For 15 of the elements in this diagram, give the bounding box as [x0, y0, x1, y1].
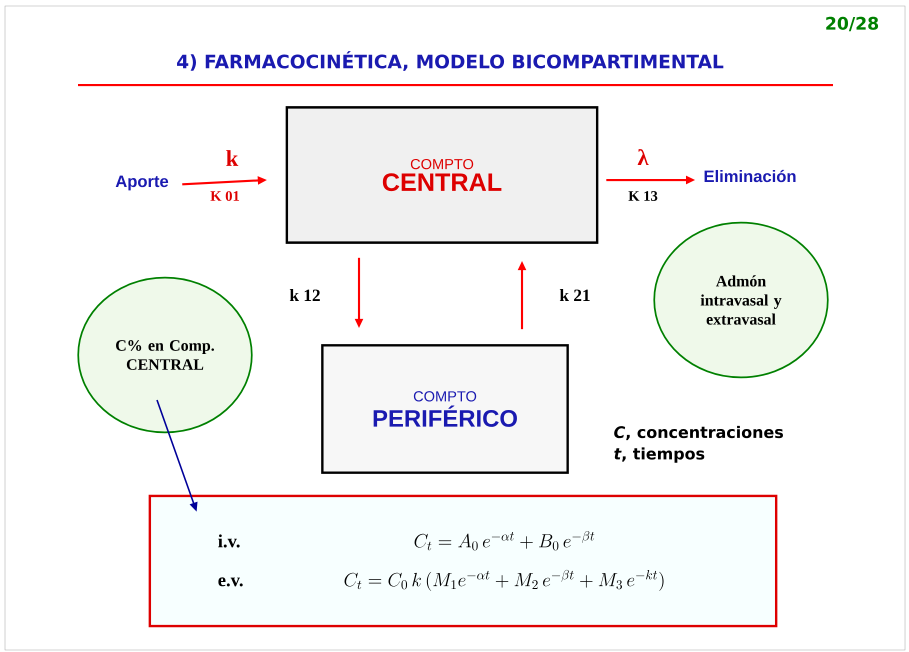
compartment-box: COMPTO CENTRAL [286, 106, 598, 244]
rate-constant: K 13 [628, 191, 658, 201]
edge-label: λ [638, 149, 649, 165]
rate-constant: K 01 [210, 191, 240, 201]
equation-box: i.v. $C_t = A_0\, e^{-\alpha t} + B_0\, e^{-\beta t}$ e.v. $C_t = C_0\, k\, (M_1 e^{-\alpha t} + M_2\, e^{-\beta t} + M_3\, e^{-k t})$ [148, 494, 778, 628]
legend-note: C, concentraciones [614, 426, 783, 440]
legend-note: t, tiempos [614, 447, 704, 463]
title: 4) FARMACOCINÉTICA, MODELO BICOMPARTIMENTAL [177, 51, 724, 71]
flow-text: Aporte [116, 176, 168, 190]
edge-label: k 12 [290, 289, 320, 301]
compartment-box: COMPTO PERIFÉRICO [321, 344, 569, 474]
edge-label: k 21 [560, 289, 590, 301]
flow-text: Eliminación [704, 170, 796, 182]
edge-label: k [226, 150, 238, 166]
page-number: 20/28 [826, 16, 878, 32]
